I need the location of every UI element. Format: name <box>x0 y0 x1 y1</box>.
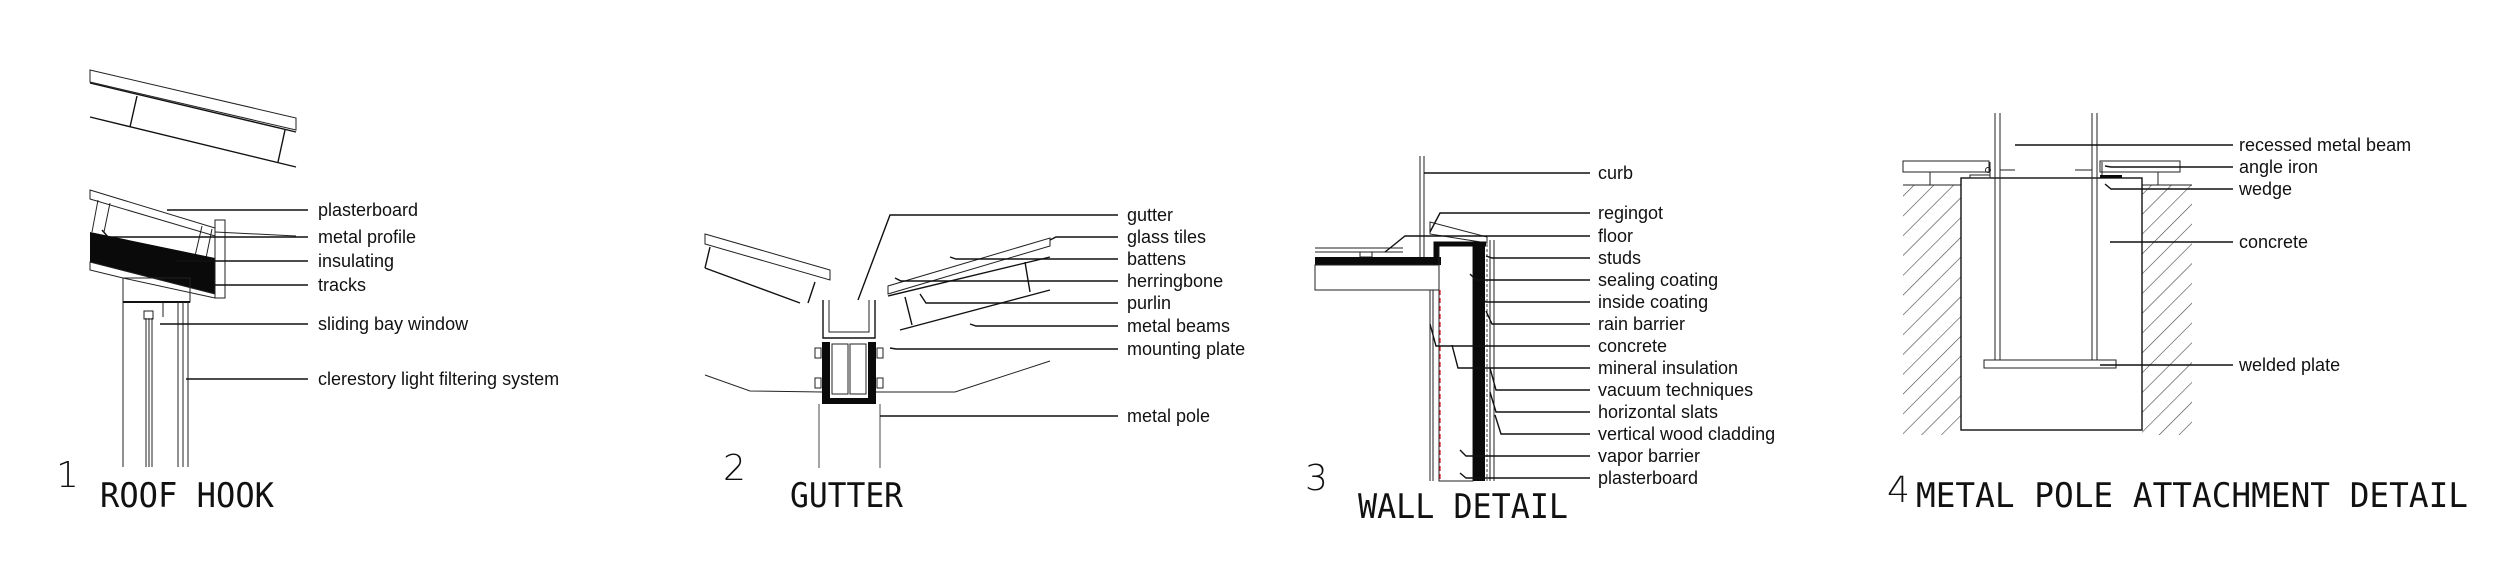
labels: plasterboard metal profile insulating track… <box>318 200 559 389</box>
callout-label: sealing coating <box>1598 270 1718 290</box>
leader-line <box>101 229 308 238</box>
callout-label: rain barrier <box>1598 314 1685 334</box>
callout-label: concrete <box>1598 336 1667 356</box>
leader-line <box>2104 165 2233 168</box>
callout-label: vapor barrier <box>1598 446 1700 466</box>
detail-title: METAL POLE ATTACHMENT DETAIL <box>1916 476 2468 516</box>
leader-line <box>1489 391 1590 413</box>
callout-label: regingot <box>1598 203 1663 223</box>
leader-line <box>1485 255 1590 259</box>
callout-label: vertical wood cladding <box>1598 424 1775 444</box>
detail-title: GUTTER <box>790 476 903 516</box>
callout-label: metal profile <box>318 227 416 247</box>
gutter-channel <box>704 300 1051 468</box>
leader-line <box>919 293 1118 304</box>
leader-line <box>1049 236 1118 241</box>
callout-label: tracks <box>318 275 366 295</box>
leader-lines <box>101 209 308 380</box>
callout-label: inside coating <box>1598 292 1708 312</box>
leader-line <box>949 256 1118 260</box>
callout-label: battens <box>1127 249 1186 269</box>
leader-line <box>1469 273 1590 281</box>
window-frame <box>122 302 189 467</box>
callout-label: plasterboard <box>1598 468 1698 488</box>
callout-label: studs <box>1598 248 1641 268</box>
leader-line <box>1459 472 1590 479</box>
callout-label: gutter <box>1127 205 1173 225</box>
detail-number: 2 <box>723 448 746 489</box>
detail-number: 3 <box>1305 458 1328 499</box>
wall-section <box>1429 240 1495 482</box>
leader-line <box>1429 323 1590 347</box>
leader-line <box>1384 235 1590 253</box>
callout-label: metal pole <box>1127 406 1210 426</box>
floor-slab <box>1314 247 1441 291</box>
leader-line <box>1429 212 1590 233</box>
callout-label: sliding bay window <box>318 314 469 334</box>
callout-label: plasterboard <box>318 200 418 220</box>
beams <box>1902 160 2181 185</box>
callout-label: horizontal slats <box>1598 402 1718 422</box>
leader-line <box>1485 310 1590 325</box>
leader-line <box>1479 296 1590 303</box>
callout-label: floor <box>1598 226 1633 246</box>
callout-label: clerestory light filtering system <box>318 369 559 389</box>
callout-label: wedge <box>2238 179 2292 199</box>
leader-lines <box>2015 144 2233 366</box>
callout-label: curb <box>1598 163 1633 183</box>
roof-left <box>704 233 831 304</box>
callout-label: recessed metal beam <box>2239 135 2411 155</box>
callout-label: angle iron <box>2239 157 2318 177</box>
leader-line <box>1494 414 1590 435</box>
detail-title: WALL DETAIL <box>1358 487 1568 527</box>
roof-section-upper <box>89 69 297 168</box>
callout-label: glass tiles <box>1127 227 1206 247</box>
callout-label: welded plate <box>2238 355 2340 375</box>
eave-section <box>89 189 297 467</box>
detail-roof-hook: plasterboard metal profile insulating track… <box>56 69 559 516</box>
leader-line <box>1489 367 1590 391</box>
callout-label: mineral insulation <box>1598 358 1738 378</box>
callout-label: insulating <box>318 251 394 271</box>
leader-line <box>857 214 1118 301</box>
callout-label: mounting plate <box>1127 339 1245 359</box>
metal-pole <box>1969 113 2122 369</box>
welded-plate <box>1983 359 2117 369</box>
leader-lines <box>857 214 1118 417</box>
roof-right <box>887 237 1051 331</box>
leader-lines <box>1384 172 1590 479</box>
concrete-footing <box>1960 177 2143 431</box>
detail-number: 1 <box>56 455 79 496</box>
leader-line <box>894 277 1118 282</box>
leader-line <box>2104 183 2233 190</box>
leader-line <box>1459 449 1590 457</box>
leader-line <box>1451 344 1590 369</box>
callout-label: herringbone <box>1127 271 1223 291</box>
leader-line <box>889 347 1118 350</box>
detail-number: 4 <box>1887 470 1910 511</box>
callout-label: metal beams <box>1127 316 1230 336</box>
callout-label: purlin <box>1127 293 1171 313</box>
callout-label: vacuum techniques <box>1598 380 1753 400</box>
detail-title: ROOF HOOK <box>100 476 274 516</box>
leader-line <box>969 323 1118 327</box>
callout-label: concrete <box>2239 232 2308 252</box>
